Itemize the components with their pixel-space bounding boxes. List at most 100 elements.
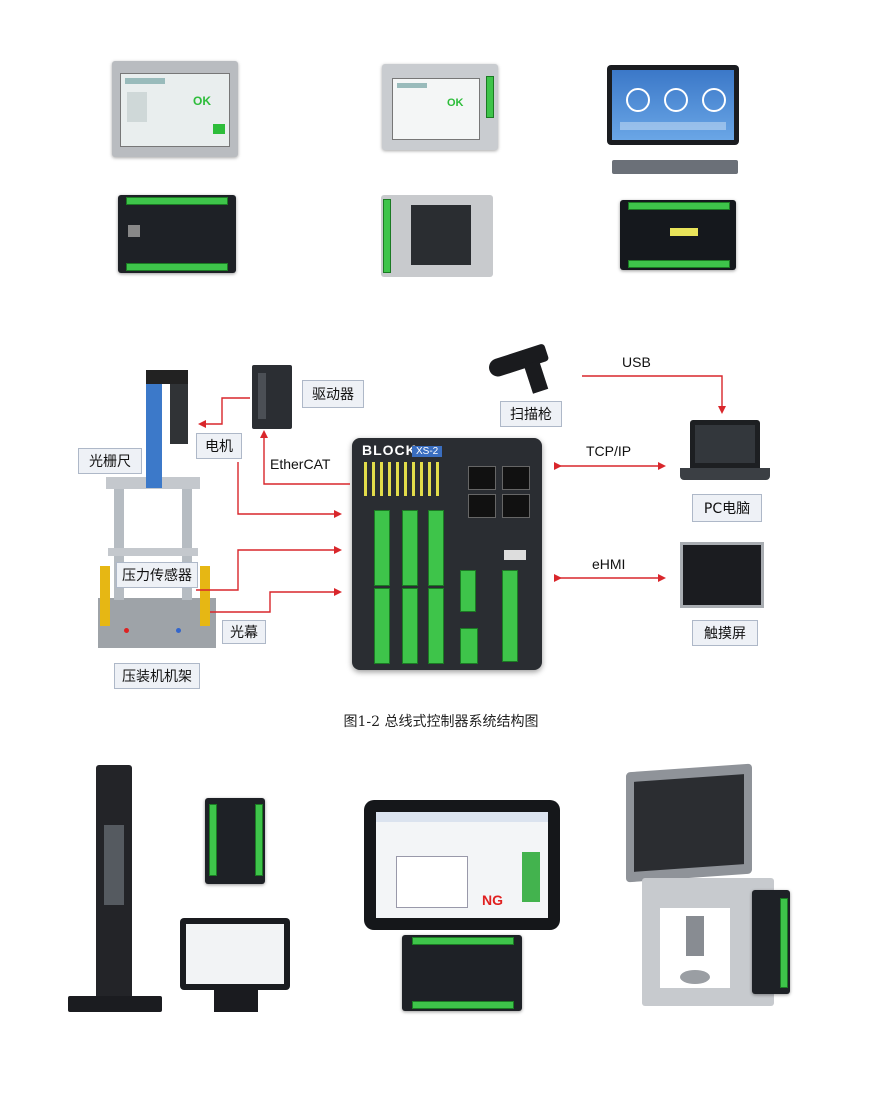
tablet-hmi-screen: NG — [376, 812, 548, 918]
callout-controller-terminal-right — [255, 804, 263, 876]
controller-ethernet-3 — [468, 466, 496, 490]
press-station-frame — [642, 878, 774, 1006]
terminal-block-power — [460, 628, 478, 664]
controller-ethernet-4 — [468, 494, 496, 518]
press-motor-body — [170, 384, 188, 444]
light-curtain-post-left — [100, 566, 110, 626]
controller-board-2-terminals — [383, 199, 391, 273]
label-touchscreen: 触摸屏 — [692, 620, 758, 646]
driver-device — [252, 365, 292, 429]
tablet-hmi-header — [376, 812, 548, 822]
tablet-hmi-side-buttons — [522, 852, 540, 902]
press-station-ram — [686, 916, 704, 956]
press-base — [98, 598, 216, 648]
controller-model: XS-2 — [412, 446, 443, 457]
hmi-panel-3-base — [612, 160, 738, 174]
figure-caption: 图1-2 总线式控制器系统结构图 — [343, 714, 539, 730]
arrow-pressure-controller — [196, 546, 342, 591]
press-mid-plate — [108, 548, 198, 556]
driver-device-fins — [258, 373, 266, 419]
tablet-controller-bottom-terminals — [412, 1001, 514, 1009]
controller-board-3-label — [670, 228, 698, 236]
controller-board-3-top-terminals — [628, 202, 730, 210]
terminal-block-col2-bot — [402, 588, 418, 664]
pc-laptop — [690, 420, 760, 468]
hmi-panel-3 — [607, 65, 739, 145]
touchscreen-device — [680, 542, 764, 608]
small-hmi — [180, 918, 290, 990]
tablet-hmi-ng: NG — [482, 892, 503, 908]
tablet-hmi-graph — [396, 856, 468, 908]
hmi-panel-3-screen — [612, 70, 734, 140]
press-head — [146, 370, 188, 384]
controller-board-2-panel — [411, 205, 471, 265]
label-ethercat: EtherCAT — [270, 456, 331, 472]
terminal-block-col2-top — [402, 510, 418, 586]
controller-board-1-bottom-terminals — [126, 263, 228, 271]
hmi-panel-2-screen: OK — [392, 78, 480, 140]
xs2-controller: BLOCK XS-2 — [352, 438, 542, 670]
tablet-controller — [402, 935, 522, 1011]
label-ehmi: eHMI — [592, 556, 626, 572]
label-light-curtain: 光幕 — [222, 620, 266, 644]
servo-press-unit — [96, 765, 132, 1005]
label-tcpip: TCP/IP — [586, 443, 632, 459]
label-pc: PC电脑 — [692, 494, 762, 522]
controller-board-3 — [620, 200, 736, 270]
label-usb: USB — [622, 354, 651, 370]
arrow-usb — [582, 375, 726, 414]
press-station-controller — [752, 890, 790, 994]
hmi-panel-2: OK — [382, 64, 498, 150]
label-driver: 驱动器 — [302, 380, 364, 408]
hmi-panel-2-ok: OK — [447, 97, 464, 109]
press-column-left — [114, 480, 124, 600]
terminal-block-col3-top — [428, 510, 444, 586]
servo-press-window — [104, 825, 124, 905]
arrow-ethercat — [260, 430, 350, 485]
controller-led-grid — [364, 462, 444, 496]
servo-press-base — [68, 996, 162, 1012]
pc-laptop-keyboard — [680, 468, 770, 480]
hmi-panel-1-screen: OK — [120, 73, 230, 147]
small-hmi-stand — [214, 990, 258, 1012]
hmi-panel-1-button — [213, 124, 225, 134]
controller-board-1-top-terminals — [126, 197, 228, 205]
hmi-panel-3-iconbar — [620, 122, 726, 130]
callout-controller-terminal-left — [209, 804, 217, 876]
tablet-hmi: NG — [364, 800, 560, 930]
terminal-block-col1-bot — [374, 588, 390, 664]
light-curtain-post-right — [200, 566, 210, 626]
hmi-panel-1-ok: OK — [193, 94, 211, 108]
controller-ethernet-2 — [502, 494, 530, 518]
base-indicator-red — [124, 628, 129, 633]
label-motor: 电机 — [196, 433, 242, 459]
terminal-block-col1-top — [374, 510, 390, 586]
base-indicator-blue — [176, 628, 181, 633]
terminal-block-mid — [460, 570, 476, 612]
small-hmi-screen — [186, 924, 284, 984]
arrow-lightcurtain-controller — [210, 588, 342, 613]
hmi-panel-3-icon-a — [626, 88, 650, 112]
controller-board-1-port — [128, 225, 140, 237]
hmi-panel-1: OK — [112, 61, 238, 157]
press-station-hmi — [626, 763, 752, 883]
press-mast — [146, 370, 162, 488]
pc-laptop-screen — [695, 425, 755, 463]
hmi-panel-1-widget — [127, 92, 147, 122]
controller-ethernet-1 — [502, 466, 530, 490]
controller-board-3-bottom-terminals — [628, 260, 730, 268]
hmi-panel-2-terminal — [486, 76, 494, 118]
callout-controller — [205, 798, 265, 884]
controller-board-2 — [381, 195, 493, 277]
press-column-right — [182, 480, 192, 600]
controller-brand: BLOCK — [362, 442, 417, 458]
terminal-block-right — [502, 570, 518, 662]
press-station-terminals — [780, 898, 788, 988]
arrow-grating-controller — [237, 462, 342, 518]
terminal-block-col3-bot — [428, 588, 444, 664]
label-scanner: 扫描枪 — [500, 401, 562, 427]
press-station-workpiece — [680, 970, 710, 984]
label-press-frame: 压装机机架 — [114, 663, 200, 689]
label-grating-ruler: 光栅尺 — [78, 448, 142, 474]
